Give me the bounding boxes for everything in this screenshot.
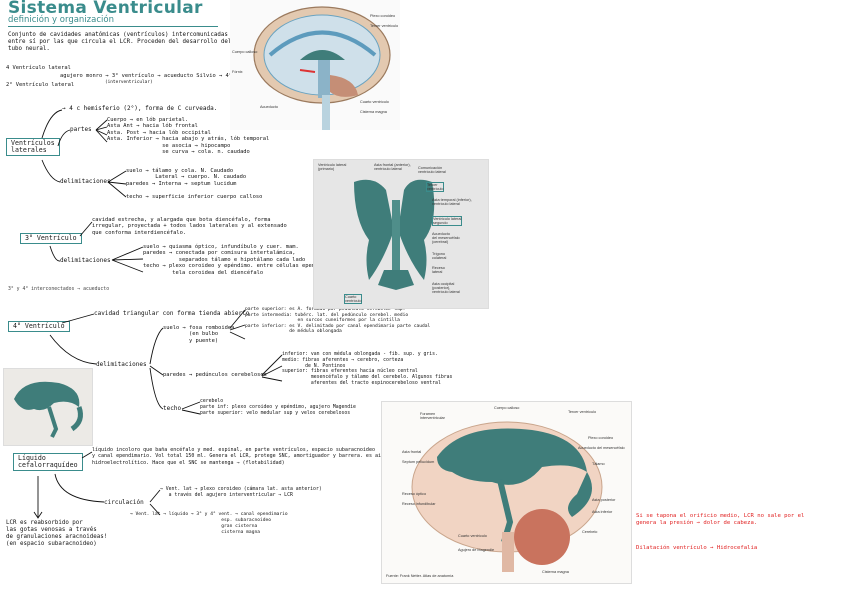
cast-label-5: Asta temporal (inferior), ventrículo lat… xyxy=(432,198,472,207)
ventricles-lateral-illustration xyxy=(411,421,603,572)
cast-label-11: Cuarto ventrículo xyxy=(344,294,363,305)
brain-label-6: Cuarto ventrículo xyxy=(360,100,389,104)
lat-label-4: Asta frontal xyxy=(402,450,422,454)
definition-text: Conjunto de cavidades anatómicas (ventrí… xyxy=(8,32,232,52)
lat-label-11: Cuarto ventrículo xyxy=(458,534,487,538)
csf-box: Líquido cefalorraquídeo xyxy=(13,453,83,471)
ventricles-lateral-small-illustration xyxy=(14,381,83,438)
lat-label-9: Receso óptico xyxy=(402,492,427,496)
lateral-limits: suelo → tálamo y cola. N. Caudado Latera… xyxy=(126,168,263,200)
fourth-walls-detail: inferior: van con médula oblongada - fib… xyxy=(282,352,453,386)
fourth-ventricle-box: 4° Ventrículo xyxy=(8,321,70,332)
lat-label-8: Tálamo xyxy=(592,462,605,466)
brain-label-3: Cuerpo calloso xyxy=(232,50,258,54)
lateral-hemisphere: → 4 c hemisferio (2°), forma de C curvea… xyxy=(62,105,218,112)
csf-circulation-label: circulación xyxy=(104,499,144,506)
cast-label-1: Ventrículo lateral (primario) xyxy=(318,163,347,172)
cast-label-3: Comunicación ventrículo lateral xyxy=(418,166,446,175)
ventricles-lateral-small-figure xyxy=(3,368,93,446)
lateral-limits-label: delimitaciones xyxy=(60,178,111,185)
csf-reabsorption: LCR es reabsorbido por las gotas venosas… xyxy=(6,520,108,547)
dilation-note: Dilatación ventrículo → Hidrocefalia xyxy=(636,545,758,551)
lateral-ventricles-box: Ventrículos laterales xyxy=(6,138,60,156)
brain-label-7: Acueducto xyxy=(260,105,278,109)
fourth-floor-parts: parte superior: es A. formado por pedúnc… xyxy=(245,307,431,335)
lateral-left-label: 4 Ventrículo lateral xyxy=(6,65,71,71)
brain-label-2: Tercer ventrículo xyxy=(370,24,399,28)
lateral-left-label-2: 2° Ventrículo lateral xyxy=(6,82,75,88)
ventricular-cast-illustration xyxy=(354,179,435,290)
cast-label-4: Tercer ventrículo xyxy=(426,182,445,193)
brain-section-illustration xyxy=(253,6,391,130)
brain-label-5: Cisterna magna xyxy=(360,110,387,114)
lateral-parts-label: partes xyxy=(70,126,92,133)
csf-circulation-2: → Vent. lat → líquido → 3° y 4° vent. → … xyxy=(130,512,288,535)
lat-caption: Fuente: Frank Netter. Atlas de anatomía xyxy=(386,574,454,578)
cast-label-10: Asta occipital (posterior), ventrículo l… xyxy=(432,282,460,295)
lat-label-6: Plexo coroideo xyxy=(588,436,614,440)
ventricular-cast-figure: Ventrículo lateral (primario) Asta front… xyxy=(313,159,489,309)
lat-label-13: Agujero de Magendie xyxy=(458,548,495,552)
page-title: Sistema Ventricular xyxy=(8,0,203,18)
lat-label-1: Foramen interventricular xyxy=(420,412,445,421)
fourth-roof: techo xyxy=(163,405,182,412)
fourth-walls: paredes → pedúnculos cerebelosos xyxy=(163,372,267,378)
third-ventricle-box: 3° Ventrículo xyxy=(20,233,82,244)
ventricle-path-sub: (interventricular) xyxy=(105,80,153,85)
cast-label-2: Asta frontal (anterior), ventrículo late… xyxy=(374,163,411,172)
lat-label-12: Cerebelo xyxy=(582,530,598,534)
lat-label-3: Tercer ventrículo xyxy=(568,410,597,414)
lat-label-15: Asta inferior xyxy=(592,510,613,514)
fourth-roof-detail: cerebelo parte inf: plexo coroideo y epé… xyxy=(200,399,356,417)
obstruction-note: Si se tapona el orificio medio, LCR no s… xyxy=(636,513,805,526)
page-subtitle: definición y organización xyxy=(8,15,114,25)
lat-label-2: Cuerpo calloso xyxy=(494,406,520,410)
lat-label-16: Cisterna magna xyxy=(542,570,569,574)
fourth-description: cavidad triangular con forma tienda abie… xyxy=(94,310,250,317)
fourth-floor: suelo → fosa romboidea (en bulbo y puent… xyxy=(163,325,235,344)
lat-label-7: Acueducto del mesencéfalo xyxy=(578,446,625,450)
third-limits-label: delimitaciones xyxy=(60,257,111,264)
cast-label-8: Trígono colateral xyxy=(432,252,447,261)
third-description: cavidad estrecha, y alargada que bota di… xyxy=(92,217,287,236)
cast-label-9: Receso lateral xyxy=(432,266,445,275)
brain-label-1: Plexo coroideo xyxy=(370,14,396,18)
lat-label-10: Receso infundibular xyxy=(402,502,436,506)
csf-circulation-1: → Vent. lat → plexo coroideo (cámara lat… xyxy=(160,487,322,499)
lat-label-5: Septum pellucidum xyxy=(402,460,435,464)
brain-section-figure: Plexo coroideo Tercer ventrículo Cuerpo … xyxy=(230,0,400,130)
cast-label-7: Acueducto del mesencéfalo (cerebral) xyxy=(432,232,460,245)
fourth-limits-label: delimitaciones xyxy=(96,361,147,368)
lat-label-14: Asta posterior xyxy=(592,498,616,502)
title-underline xyxy=(8,26,218,27)
cast-label-6: Ventrículo lateral segundo xyxy=(432,216,463,227)
third-note: 3° y 4° interconectados → acueducto xyxy=(8,287,110,292)
brain-label-4: Fórnix xyxy=(232,70,243,74)
ventricles-lateral-figure: Foramen interventricular Cuerpo calloso … xyxy=(381,401,632,584)
csf-description: líquido incoloro que baña encéfalo y med… xyxy=(92,447,399,466)
lateral-parts: Cuerpo → en lób parietal. Asta Ant → hac… xyxy=(107,117,270,156)
